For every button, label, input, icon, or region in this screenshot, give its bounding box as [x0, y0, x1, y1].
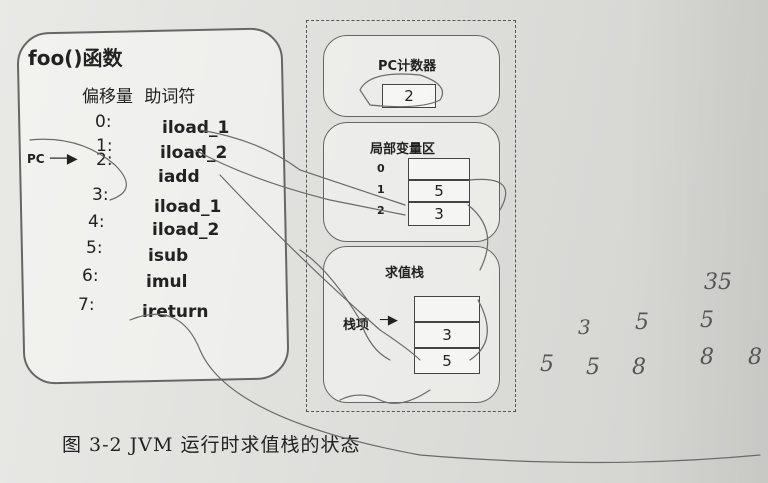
stack-top-label: 栈项 — [343, 318, 370, 333]
function-title: foo()函数 — [28, 46, 123, 70]
handwritten-number-1: 3 — [578, 315, 591, 339]
offset-3: 3: — [92, 185, 109, 205]
handwritten-number-9: 35 — [704, 270, 732, 295]
operand-stack-title: 求值栈 — [385, 266, 425, 281]
offset-7: 7: — [78, 295, 95, 315]
instr-3: iload_1 — [154, 197, 222, 217]
pc-pointer-arrow-icon: ──▶ — [50, 151, 78, 167]
pc-pointer-label: PC — [27, 152, 45, 166]
offset-4: 4: — [88, 212, 105, 232]
instr-1: iload_2 — [160, 143, 228, 163]
pc-register-title: PC计数器 — [378, 59, 437, 74]
local-index-1: 1 — [377, 183, 385, 196]
pc-register-value: 2 — [382, 84, 436, 108]
stack-slot-1: 3 — [414, 322, 480, 348]
mnemonic-header: 助词符 — [144, 87, 196, 107]
handwritten-number-3: 5 — [540, 352, 554, 377]
local-slot-2: 3 — [408, 202, 470, 226]
offset-2: 2: — [96, 150, 113, 170]
offset-header: 偏移量 — [82, 87, 133, 107]
local-slot-1: 5 — [408, 180, 470, 202]
instr-0: iload_1 — [162, 118, 230, 138]
handwritten-number-7: 8 — [748, 345, 762, 370]
instr-2: iadd — [158, 167, 200, 187]
stack-slot-2: 5 — [414, 348, 480, 374]
handwritten-number-5: 8 — [632, 355, 646, 380]
column-headers: 偏移量 助词符 — [82, 82, 195, 107]
offset-6: 6: — [82, 266, 99, 286]
local-index-2: 2 — [377, 204, 385, 217]
instr-4: iload_2 — [152, 220, 220, 240]
page-shadow — [628, 0, 768, 483]
stack-slot-0 — [414, 296, 480, 322]
offset-5: 5: — [86, 238, 103, 258]
handwritten-number-8: 5 — [700, 308, 714, 333]
handwritten-number-6: 8 — [700, 345, 714, 370]
figure-caption: 图 3-2 JVM 运行时求值栈的状态 — [62, 434, 361, 456]
instr-7: ireturn — [142, 302, 209, 322]
local-variables-title: 局部变量区 — [370, 142, 436, 157]
instr-5: isub — [148, 246, 189, 266]
instr-6: imul — [146, 272, 188, 292]
offset-0: 0: — [95, 112, 112, 132]
handwritten-number-2: 5 — [635, 310, 649, 335]
local-slot-0 — [408, 158, 470, 180]
handwritten-number-4: 5 — [586, 355, 600, 380]
stack-top-arrow-icon: ─▶ — [380, 313, 398, 328]
function-panel — [16, 27, 290, 385]
local-index-0: 0 — [377, 162, 385, 175]
